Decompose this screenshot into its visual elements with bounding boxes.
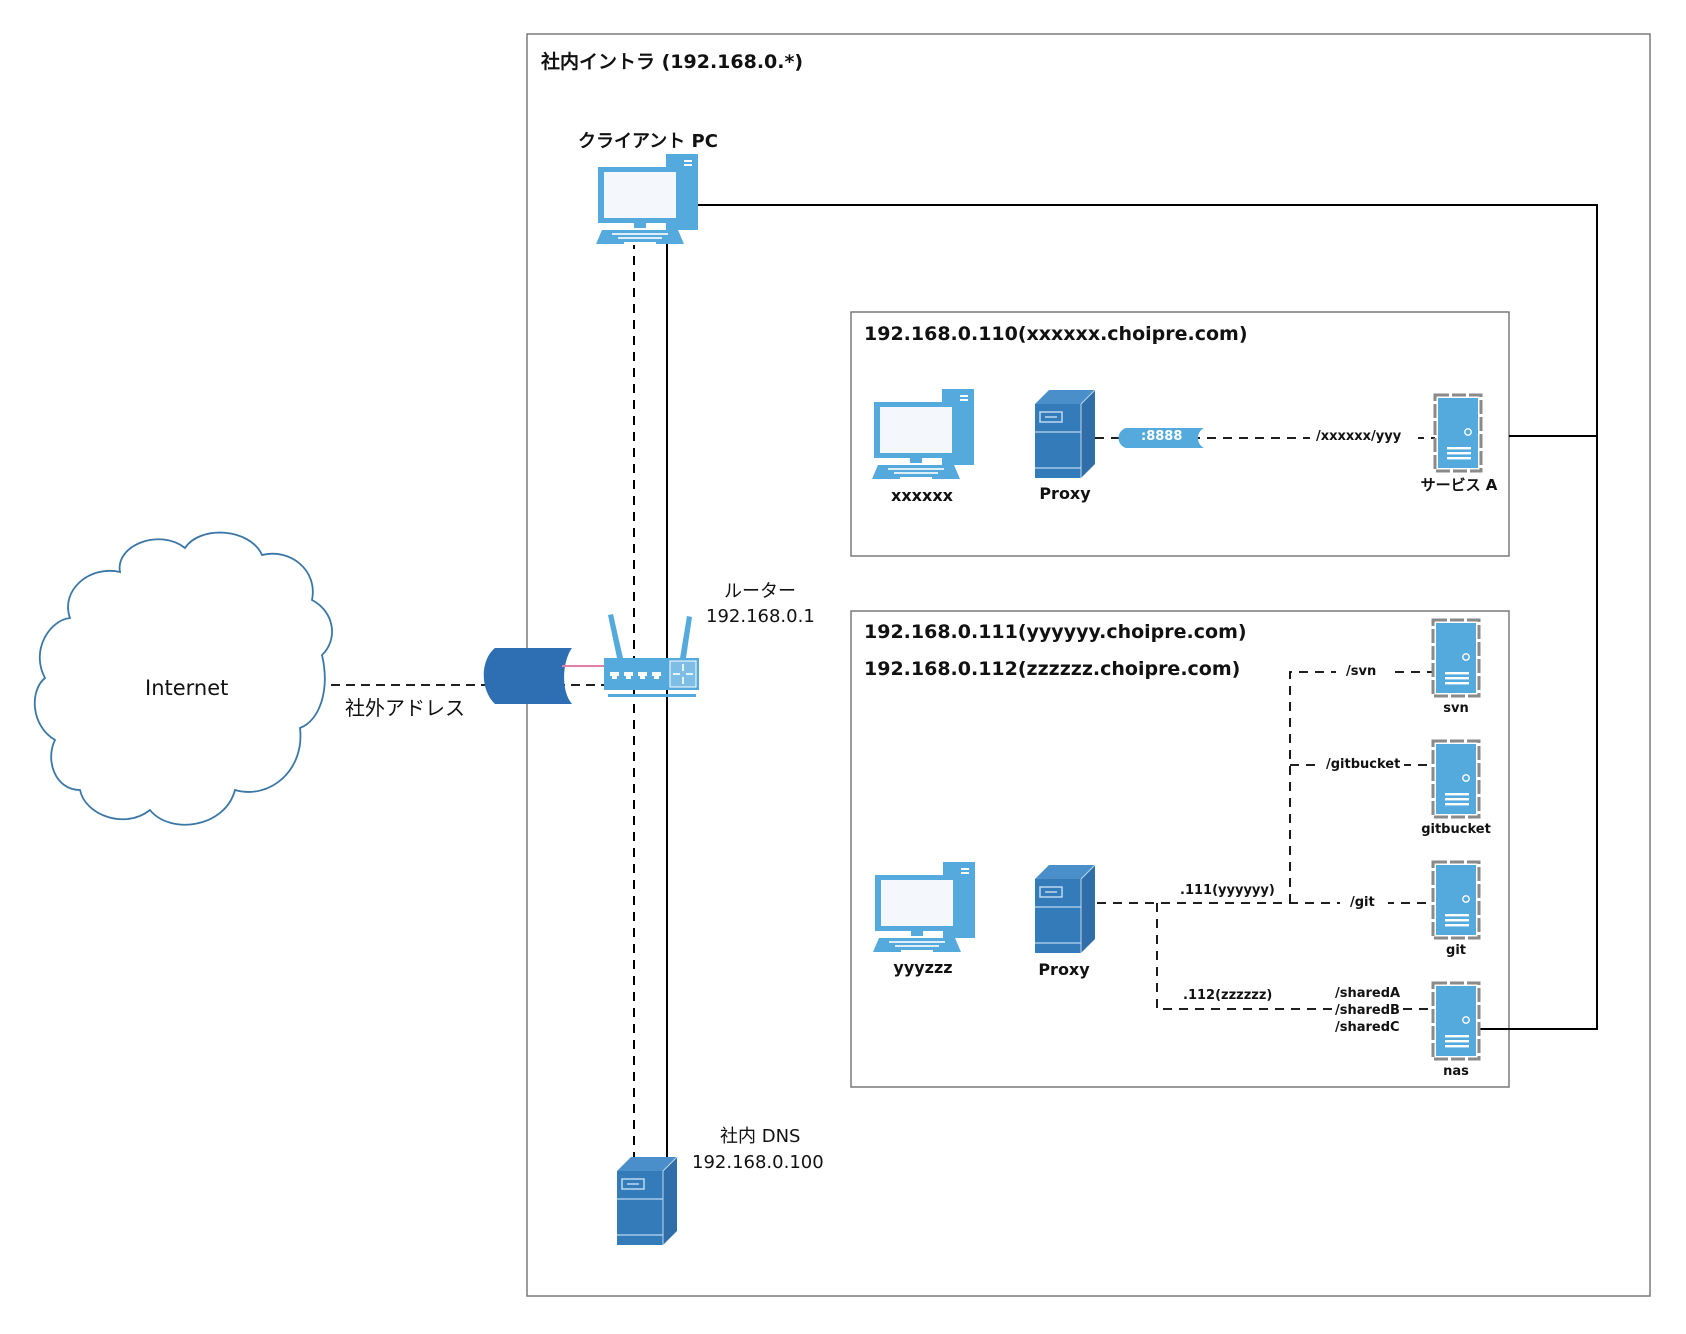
host-111-112-proxy-label: Proxy	[1038, 960, 1090, 979]
route-git-path: /git	[1350, 895, 1375, 910]
route-svn-path: /svn	[1346, 664, 1377, 679]
client-pc-icon	[596, 154, 698, 245]
dns-ip: 192.168.0.100	[692, 1152, 824, 1173]
host-112-title: 192.168.0.112(zzzzzz.choipre.com)	[864, 658, 1241, 680]
backbone-links	[666, 204, 1598, 1210]
svn-server-icon	[1431, 618, 1481, 698]
port-8888-badge	[1118, 428, 1204, 448]
nas-path-c: /sharedC	[1335, 1020, 1400, 1035]
nas-server-label: nas	[1443, 1064, 1469, 1079]
host-110-boundary	[850, 311, 1510, 557]
service-a-label: サービス A	[1420, 476, 1498, 494]
host-110-proxy-label: Proxy	[1039, 484, 1091, 503]
port-8888-label: :8888	[1141, 429, 1183, 444]
gitbucket-server-label: gitbucket	[1421, 822, 1491, 837]
internet-label: Internet	[145, 676, 229, 700]
gitbucket-server-icon	[1431, 739, 1481, 819]
git-server-icon	[1431, 860, 1481, 940]
nas-path-a: /sharedA	[1335, 986, 1401, 1001]
host-110-proxy-icon	[1034, 389, 1096, 479]
host-111-112-pc-label: yyyzzz	[893, 958, 953, 977]
host-111-112-pc-icon	[873, 862, 975, 953]
router-name: ルーター	[724, 581, 796, 602]
route-gitbucket-path: /gitbucket	[1326, 757, 1401, 772]
proxy-routing-links	[1097, 671, 1433, 1010]
service-a-server-icon	[1433, 393, 1483, 473]
nas-server-icon	[1431, 981, 1481, 1061]
host-111-112-proxy-icon	[1034, 864, 1096, 954]
isp-cylinder-icon	[483, 648, 604, 704]
router-ip: 192.168.0.1	[706, 606, 815, 627]
host-111-title: 192.168.0.111(yyyyyy.choipre.com)	[864, 621, 1247, 643]
host-111-112-boundary	[850, 610, 1510, 1088]
branch-111-label: .111(yyyyyy)	[1180, 883, 1275, 898]
nas-paths: /sharedA /sharedB /sharedC	[1335, 985, 1400, 1036]
router-icon	[604, 614, 699, 697]
client-pc-label: クライアント PC	[578, 131, 718, 152]
host-110-pc-icon	[872, 389, 974, 480]
service-a-path-label: /xxxxxx/yyy	[1316, 429, 1402, 444]
host-110-title: 192.168.0.110(xxxxxx.choipre.com)	[864, 323, 1248, 345]
external-address-label: 社外アドレス	[345, 696, 465, 720]
dns-server-icon	[616, 1156, 678, 1246]
intranet-title: 社内イントラ (192.168.0.*)	[541, 51, 804, 73]
host-110-pc-label: xxxxxx	[891, 486, 953, 505]
internet-cloud	[33, 531, 333, 826]
svn-server-label: svn	[1443, 701, 1469, 716]
git-server-label: git	[1446, 943, 1466, 958]
nas-path-b: /sharedB	[1335, 1003, 1400, 1018]
branch-112-label: .112(zzzzzz)	[1183, 988, 1273, 1003]
dns-name: 社内 DNS	[720, 1126, 801, 1147]
